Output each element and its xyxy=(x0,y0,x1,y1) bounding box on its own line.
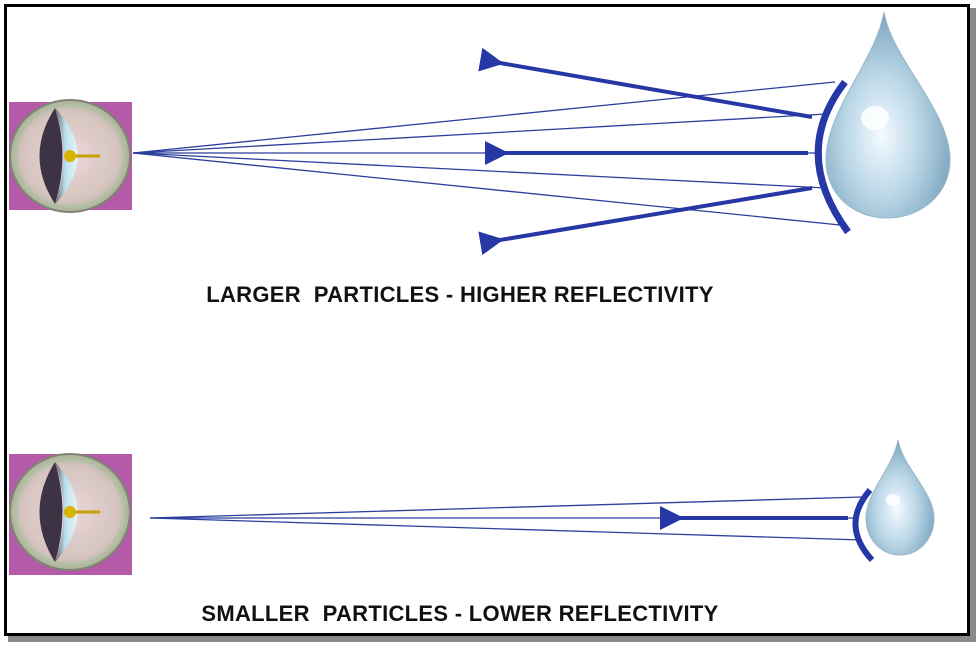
caption-smaller-particles: SMALLER PARTICLES - LOWER REFLECTIVITY xyxy=(201,601,719,626)
caption-larger-particles: LARGER PARTICLES - HIGHER REFLECTIVITY xyxy=(206,282,714,307)
beam-line xyxy=(149,517,863,541)
beam-line xyxy=(132,113,827,154)
water-drop-icon xyxy=(865,439,935,556)
radar-dish-icon xyxy=(9,99,131,213)
diagram-frame xyxy=(4,4,970,636)
radar-dish-top xyxy=(9,99,132,213)
reflected-arrow xyxy=(478,186,813,256)
beam-line xyxy=(132,152,827,189)
beam-line xyxy=(132,81,836,154)
water-drop-icon xyxy=(825,11,951,219)
radar-dish-icon xyxy=(9,453,131,571)
reflected-arrow xyxy=(478,47,813,119)
frame-shadow-bottom xyxy=(8,636,976,642)
frame-shadow-right xyxy=(970,8,976,640)
beam-line xyxy=(132,152,841,226)
reflection-arc-large xyxy=(814,79,851,235)
beam-line xyxy=(149,496,863,519)
reflected-arrows-top xyxy=(478,47,813,256)
radar-dish-bottom xyxy=(9,453,132,575)
reflection-arc-small xyxy=(852,488,875,563)
